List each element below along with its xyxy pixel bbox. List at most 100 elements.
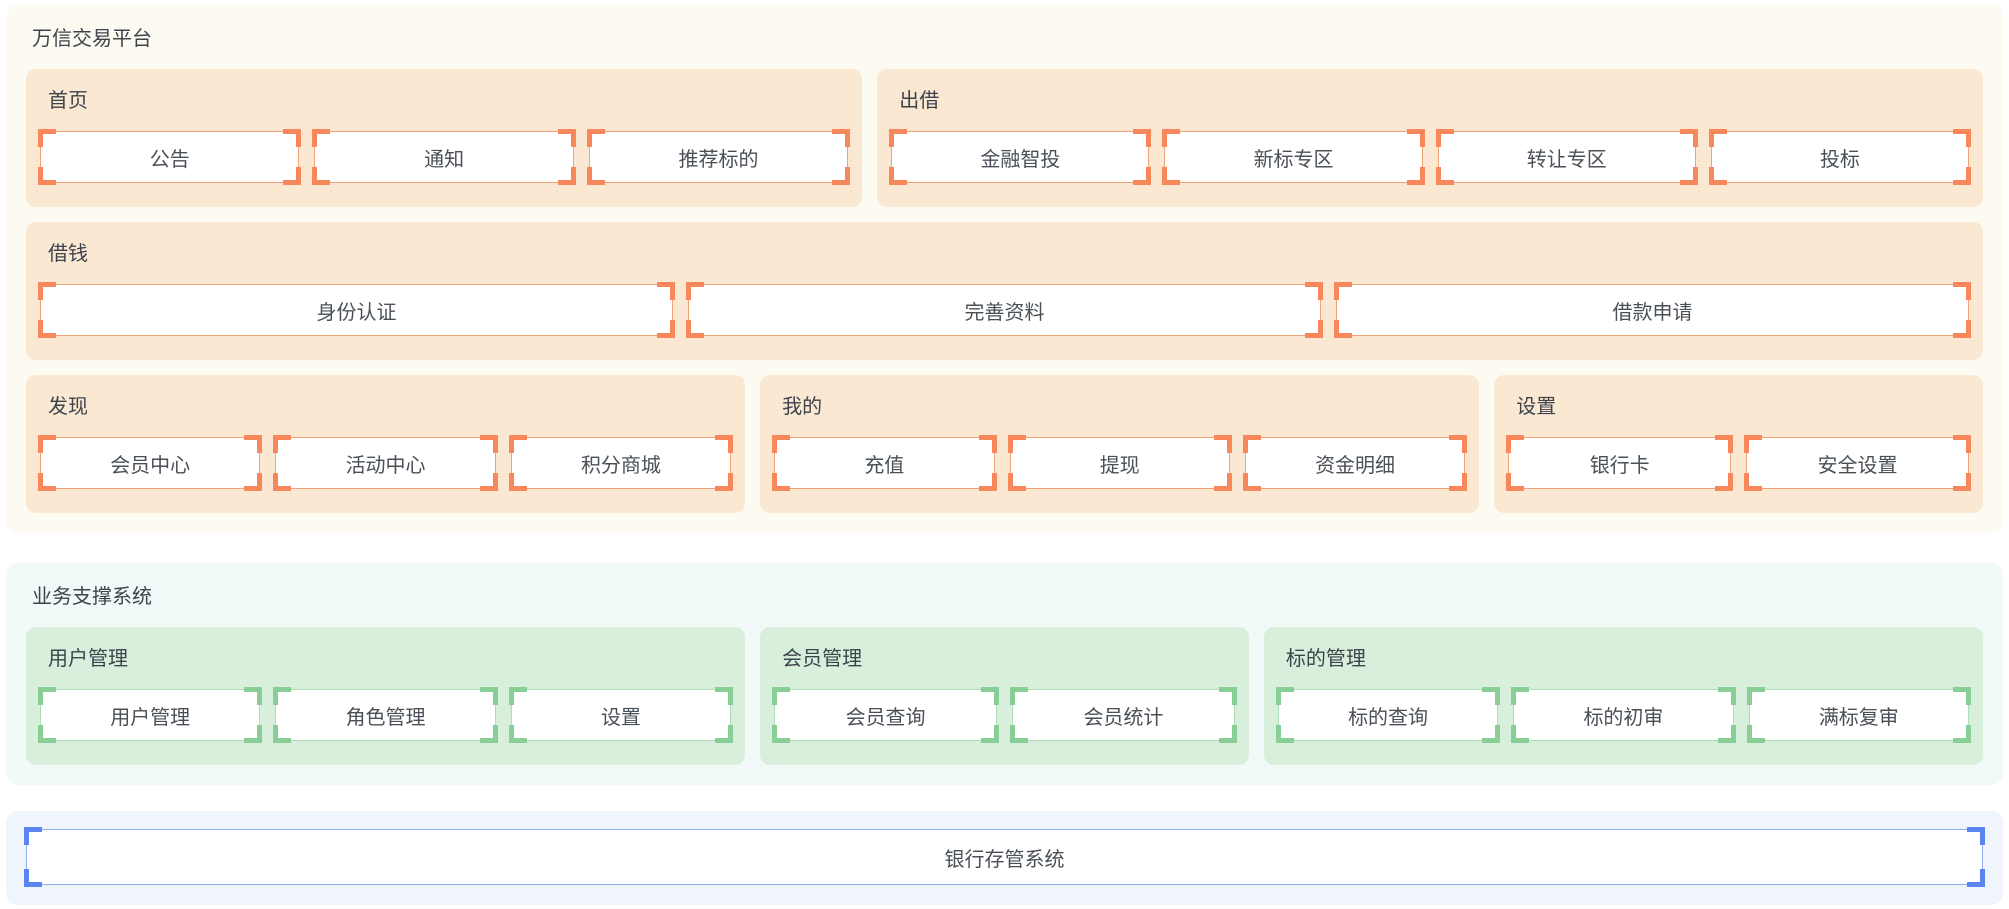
group-discover: 发现会员中心活动中心积分商城 [26,375,746,513]
nav-button-borrow-1[interactable]: 完善资料 [686,282,1323,338]
corner-bracket-icon [772,473,791,491]
corner-bracket-icon [1242,473,1261,491]
nav-button-discover-2[interactable]: 积分商城 [508,435,734,491]
nav-button-borrow-2[interactable]: 借款申请 [1334,282,1971,338]
corner-bracket-icon [1953,435,1971,453]
button-label: 标的查询 [1348,706,1429,729]
button-label: 金融智投 [980,148,1061,171]
corner-bracket-icon [1506,435,1525,453]
button-row: 用户管理 角色管理 设置 [38,687,734,743]
corner-bracket-icon [1133,167,1152,185]
nav-button-member-management-0[interactable]: 会员查询 [772,687,999,743]
corner-bracket-icon [38,473,56,491]
nav-button-user-management-2[interactable]: 设置 [508,687,734,743]
corner-bracket-icon [1007,435,1026,453]
corner-bracket-icon [1435,129,1454,147]
group-row: 借钱身份认证 完善资料 借款申请 [26,222,1983,360]
group-title-user-management: 用户管理 [48,648,128,670]
section-bank-depository: 银行存管系统 [6,811,2003,905]
corner-bracket-icon [38,320,56,338]
group-title-settings: 设置 [1516,396,1557,418]
nav-button-borrow-0[interactable]: 身份认证 [38,282,675,338]
corner-bracket-icon [557,129,576,147]
group-title-borrow: 借钱 [48,243,88,265]
corner-bracket-icon [283,167,302,185]
corner-bracket-icon [1746,687,1765,705]
nav-button-mine-0[interactable]: 充值 [772,435,997,491]
nav-button-mine-2[interactable]: 资金明细 [1242,435,1468,491]
nav-button-bid-management-2[interactable]: 满标复审 [1746,687,1971,743]
corner-bracket-icon [1482,725,1501,743]
corner-bracket-icon [1717,725,1736,743]
corner-bracket-icon [312,129,331,147]
corner-bracket-icon [479,725,498,743]
nav-button-lend-3[interactable]: 投标 [1708,129,1972,185]
section-title-trade-platform: 万信交易平台 [32,28,152,50]
button-row: 公告 通知 推荐标的 [38,129,851,185]
button-label: 标的初审 [1583,706,1664,729]
corner-bracket-icon [657,320,675,338]
group-member-management: 会员管理会员查询会员统计 [760,627,1249,765]
corner-bracket-icon [686,282,704,300]
corner-bracket-icon [1334,282,1352,300]
corner-bracket-icon [715,725,734,743]
nav-button-home-1[interactable]: 通知 [312,129,576,185]
corner-bracket-icon [1511,725,1530,743]
button-label: 安全设置 [1817,454,1898,477]
button-label: 角色管理 [345,706,426,729]
nav-button-bid-management-0[interactable]: 标的查询 [1275,687,1501,743]
corner-bracket-icon [273,687,292,705]
corner-bracket-icon [38,282,56,300]
group-mine: 我的充值提现资金明细 [760,375,1480,513]
button-label: 活动中心 [345,454,426,477]
nav-button-home-2[interactable]: 推荐标的 [586,129,851,185]
button-label: 会员查询 [845,706,926,729]
corner-bracket-icon [38,725,56,743]
nav-button-bid-management-1[interactable]: 标的初审 [1511,687,1736,743]
corner-bracket-icon [832,167,851,185]
group-home: 首页公告通知推荐标的 [26,69,863,207]
corner-bracket-icon [1010,725,1028,743]
corner-bracket-icon [1482,687,1501,705]
corner-bracket-icon [244,687,263,705]
corner-bracket-icon [1275,725,1294,743]
button-label: 身份认证 [316,301,397,324]
nav-button-bank-depository-system-0[interactable]: 银行存管系统 [24,827,1985,887]
nav-button-settings-1[interactable]: 安全设置 [1744,435,1971,491]
corner-bracket-icon [38,129,56,147]
nav-button-member-management-1[interactable]: 会员统计 [1010,687,1237,743]
corner-bracket-icon [1715,473,1734,491]
corner-bracket-icon [889,129,908,147]
corner-bracket-icon [1435,167,1454,185]
corner-bracket-icon [1133,129,1152,147]
corner-bracket-icon [508,725,527,743]
corner-bracket-icon [508,473,527,491]
button-label: 借款申请 [1612,301,1693,324]
corner-bracket-icon [24,869,42,887]
nav-button-lend-1[interactable]: 新标专区 [1162,129,1425,185]
corner-bracket-icon [1305,320,1323,338]
corner-bracket-icon [772,435,791,453]
button-label: 公告 [149,148,190,171]
nav-button-lend-0[interactable]: 金融智投 [889,129,1152,185]
nav-button-home-0[interactable]: 公告 [38,129,302,185]
nav-button-discover-0[interactable]: 会员中心 [38,435,263,491]
nav-button-user-management-0[interactable]: 用户管理 [38,687,263,743]
corner-bracket-icon [38,687,56,705]
group-lend: 出借金融智投新标专区转让专区投标 [877,69,1983,207]
nav-button-mine-1[interactable]: 提现 [1007,435,1232,491]
nav-button-lend-2[interactable]: 转让专区 [1435,129,1698,185]
corner-bracket-icon [772,725,791,743]
button-label: 推荐标的 [678,148,759,171]
corner-bracket-icon [479,435,498,453]
nav-button-user-management-1[interactable]: 角色管理 [273,687,498,743]
nav-button-settings-0[interactable]: 银行卡 [1506,435,1734,491]
corner-bracket-icon [1305,282,1323,300]
nav-button-discover-1[interactable]: 活动中心 [273,435,498,491]
corner-bracket-icon [978,473,997,491]
corner-bracket-icon [244,725,263,743]
group-row: 发现会员中心活动中心积分商城我的充值提现资金明细设置银行卡安全设置 [26,375,1983,513]
button-row: 会员查询 会员统计 [772,687,1237,743]
corner-bracket-icon [479,473,498,491]
